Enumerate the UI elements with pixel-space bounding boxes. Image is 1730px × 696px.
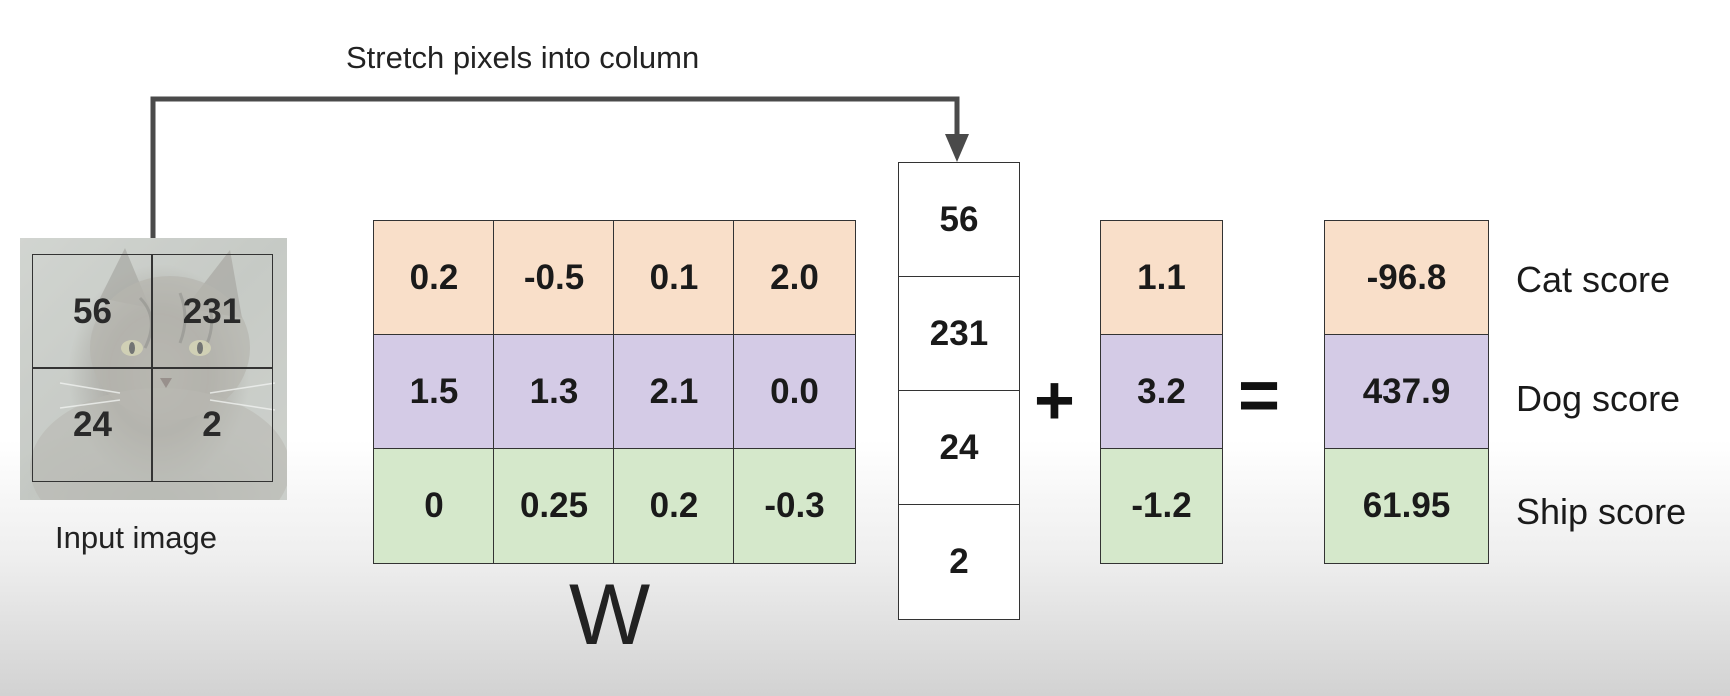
weight-cell: 2.0 [733, 220, 856, 336]
weight-cell: 1.5 [373, 334, 495, 450]
score-cell: 437.9 [1324, 334, 1489, 450]
weight-cell: -0.5 [493, 220, 615, 336]
score-cell: -96.8 [1324, 220, 1489, 336]
weight-cell: 0.2 [373, 220, 495, 336]
cat-score-label: Cat score [1516, 259, 1671, 300]
weight-cell: 0.1 [613, 220, 735, 336]
pixel-cell: 2 [151, 367, 273, 482]
dog-score-label: Dog score [1516, 378, 1681, 419]
pixel-cell: 56 [32, 254, 153, 369]
bias-cell: 3.2 [1100, 334, 1223, 450]
input-image-label: Input image [55, 520, 217, 555]
bias-cell: 1.1 [1100, 220, 1223, 336]
input-image: 56 231 24 2 [20, 238, 287, 500]
column-cell: 24 [898, 390, 1020, 506]
cat-photo-illustration [30, 248, 287, 500]
weight-cell: 0.0 [733, 334, 856, 450]
pixel-cell: 231 [151, 254, 273, 369]
weight-cell: -0.3 [733, 448, 856, 564]
stretch-arrow-line [150, 96, 960, 238]
stretch-arrow-head [945, 134, 969, 162]
plus-sign: + [1034, 361, 1075, 439]
weight-cell: 0.25 [493, 448, 615, 564]
weight-cell: 0.2 [613, 448, 735, 564]
score-cell: 61.95 [1324, 448, 1489, 564]
pixel-cell: 24 [32, 367, 153, 482]
stretch-pixels-label: Stretch pixels into column [346, 40, 700, 75]
weight-cell: 0 [373, 448, 495, 564]
weight-cell: 2.1 [613, 334, 735, 450]
weight-cell: 1.3 [493, 334, 615, 450]
ship-score-label: Ship score [1516, 491, 1687, 532]
bias-cell: -1.2 [1100, 448, 1223, 564]
weights-label: W [569, 567, 651, 663]
column-cell: 56 [898, 162, 1020, 278]
equals-sign: = [1238, 356, 1281, 436]
column-cell: 231 [898, 276, 1020, 392]
column-cell: 2 [898, 504, 1020, 620]
